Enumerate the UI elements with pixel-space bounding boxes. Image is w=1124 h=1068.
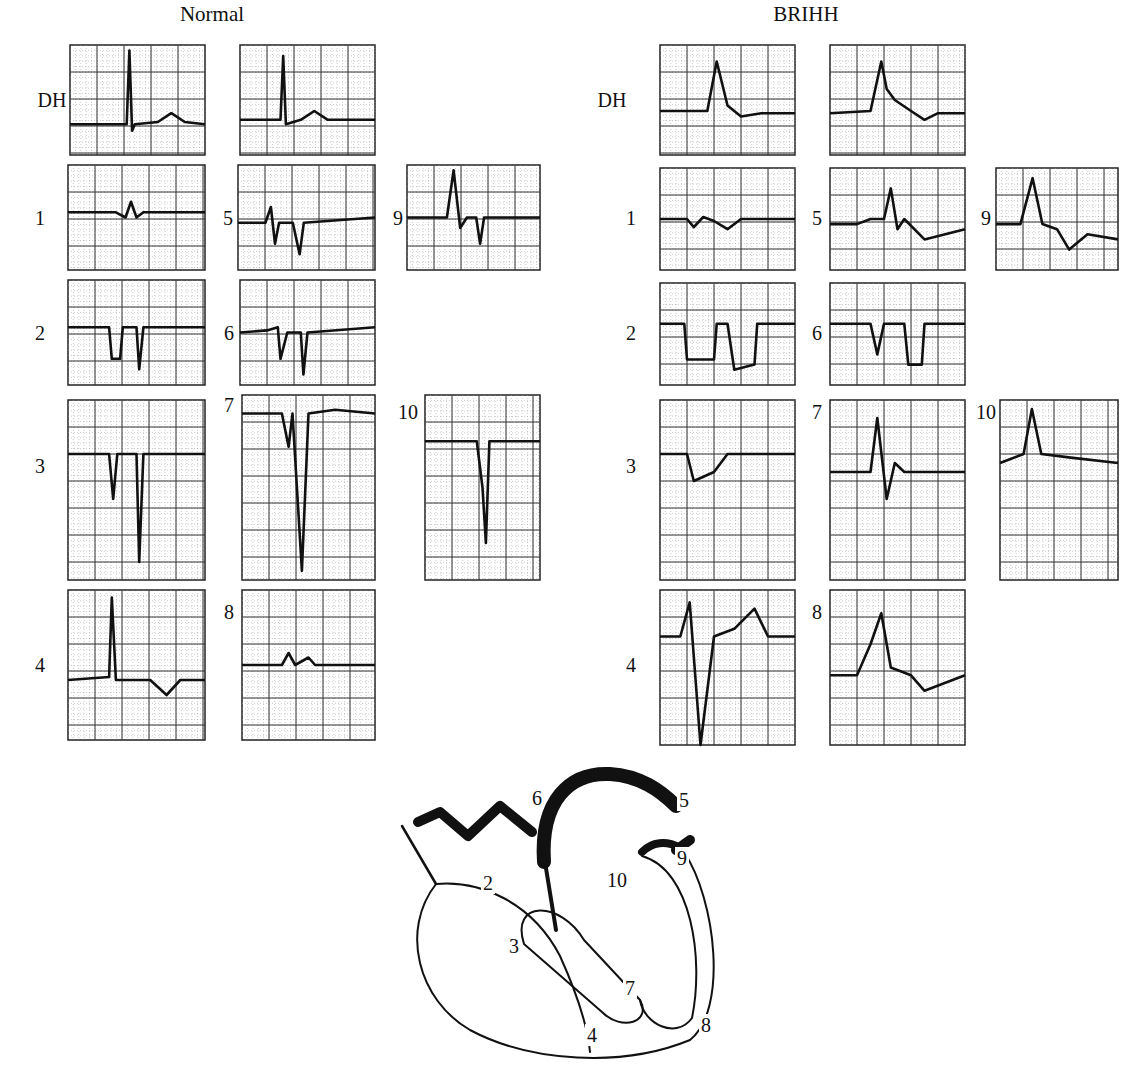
- callout-number: 6: [530, 787, 544, 809]
- ecg-strip: [68, 590, 205, 740]
- lead-label: 5: [810, 207, 824, 229]
- lead-label: 6: [222, 322, 236, 344]
- ecg-strip: [242, 395, 375, 580]
- lead-label: 4: [33, 654, 47, 676]
- ecg-strip: [240, 45, 375, 155]
- ecg-strip: [1000, 400, 1118, 580]
- lead-label: 3: [33, 455, 47, 477]
- ecg-strip: [242, 590, 375, 740]
- callout-number: 9: [675, 847, 689, 869]
- lead-label: 10: [396, 401, 420, 423]
- ecg-tracings: [68, 45, 1118, 745]
- ecg-strip: [830, 283, 965, 385]
- callout-number: 7: [623, 977, 637, 999]
- lead-label: 8: [810, 601, 824, 623]
- callout-number: 10: [605, 869, 629, 891]
- ecg-strip: [425, 395, 540, 580]
- ecg-strip: [660, 400, 795, 580]
- ecg-strip: [830, 400, 965, 580]
- callout-number: 3: [507, 935, 521, 957]
- ecg-strip: [407, 165, 540, 270]
- lead-label: 1: [624, 207, 638, 229]
- panel-heading: BRIHH: [771, 3, 840, 26]
- ecg-strip: [830, 590, 965, 745]
- callout-number: 2: [481, 872, 495, 894]
- ecg-strip: [68, 165, 205, 270]
- heart-schematic: [402, 774, 714, 1058]
- lead-label: 2: [624, 322, 638, 344]
- lead-label: 7: [810, 401, 824, 423]
- ecg-strip: [996, 168, 1118, 270]
- lead-label: 7: [222, 394, 236, 416]
- lead-label: 3: [624, 455, 638, 477]
- ecg-strip: [68, 280, 205, 385]
- lead-label: 9: [979, 207, 993, 229]
- lead-label: 9: [391, 207, 405, 229]
- ecg-strip: [660, 283, 795, 385]
- callout-number: 4: [585, 1024, 599, 1046]
- lead-label: 2: [33, 322, 47, 344]
- panel-heading: Normal: [178, 3, 246, 26]
- ecg-strip: [70, 45, 205, 155]
- ecg-strip: [830, 45, 965, 155]
- lead-label: 6: [810, 322, 824, 344]
- lead-label: DH: [36, 89, 69, 111]
- ecg-strip: [830, 168, 965, 270]
- ecg-strip: [68, 400, 205, 580]
- lead-label: 10: [974, 401, 998, 423]
- callout-number: 5: [677, 789, 691, 811]
- ecg-strip: [660, 45, 795, 155]
- ecg-strip: [238, 165, 375, 270]
- ecg-strip: [660, 168, 795, 270]
- lead-label: 5: [221, 207, 235, 229]
- lead-label: 4: [624, 654, 638, 676]
- ecg-strip: [240, 280, 375, 385]
- lead-label: 8: [222, 601, 236, 623]
- callout-number: 8: [699, 1014, 713, 1036]
- ecg-strip: [660, 590, 795, 745]
- lead-label: 1: [33, 207, 47, 229]
- lead-label: DH: [596, 89, 629, 111]
